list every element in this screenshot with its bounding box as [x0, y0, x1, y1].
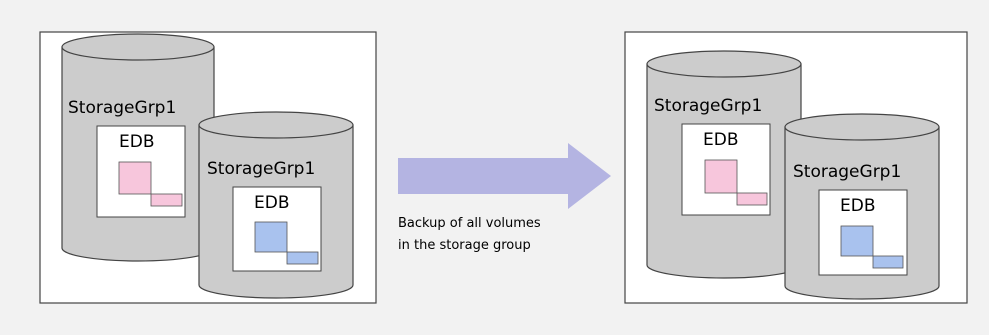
storage-group-label: StorageGrp1: [207, 159, 315, 179]
storage-group-label: StorageGrp1: [68, 98, 176, 118]
source-front-volume: StorageGrp1 EDB: [198, 111, 354, 299]
target-back-volume: StorageGrp1 EDB: [646, 50, 802, 279]
edb-data-block-upper: [840, 225, 874, 257]
edb-label: EDB: [254, 193, 290, 213]
backup-arrow: Backup of all volumes in the storage gro…: [398, 143, 611, 253]
source-back-volume: StorageGrp1 EDB: [61, 33, 215, 262]
cylinder-top: [198, 111, 354, 139]
edb-data-block-upper: [118, 161, 152, 195]
edb-data-block-lower: [286, 251, 319, 265]
arrow-shape: [398, 143, 611, 209]
edb-data-block-upper: [704, 159, 738, 194]
target-panel: StorageGrp1 EDB StorageGrp1 EDB: [624, 31, 968, 304]
cylinder-top: [61, 33, 215, 61]
edb-data-block-lower: [150, 193, 183, 207]
edb-data-block-upper: [254, 221, 288, 253]
edb-label: EDB: [703, 130, 739, 150]
cylinder-top: [784, 113, 940, 141]
cylinder-top: [646, 50, 802, 78]
arrow-caption-line1: Backup of all volumes: [398, 216, 541, 231]
arrow-caption-line2: in the storage group: [398, 238, 531, 253]
storage-group-label: StorageGrp1: [793, 162, 901, 182]
edb-label: EDB: [840, 196, 876, 216]
target-front-volume: StorageGrp1 EDB: [784, 113, 940, 300]
edb-data-block-lower: [872, 255, 904, 269]
edb-label: EDB: [119, 132, 155, 152]
storage-group-label: StorageGrp1: [654, 96, 762, 116]
edb-data-block-lower: [736, 192, 768, 206]
source-panel: StorageGrp1 EDB StorageGrp1 EDB: [39, 31, 377, 304]
